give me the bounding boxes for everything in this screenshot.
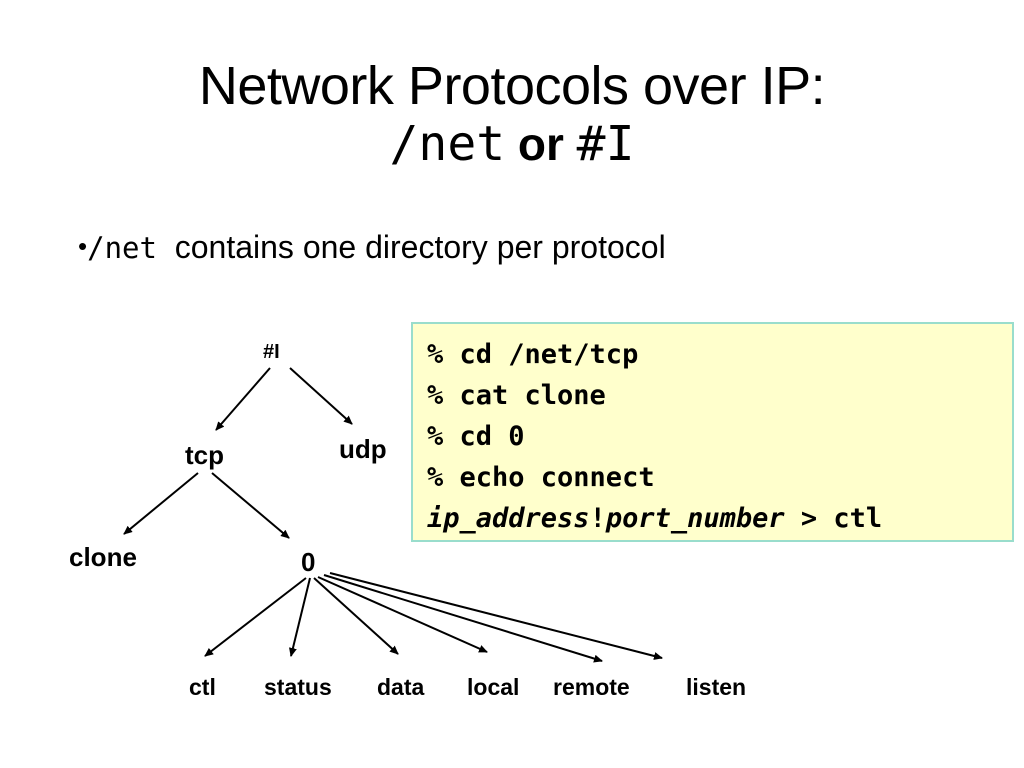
tree-node-root-I: #I: [263, 341, 280, 363]
tree-edge-0-to-status: [289, 577, 311, 657]
code-line-5: ip_address!port_number > ctl: [427, 498, 1012, 539]
title-or-word: or: [505, 117, 577, 170]
tree-leaf-listen: listen: [686, 674, 747, 700]
tree-edge-#I-to-tcp: [215, 367, 271, 431]
code-line-1: % cd /net/tcp: [427, 339, 639, 370]
code-placeholder-ip-address: ip_address: [427, 503, 590, 534]
tree-edge-0-to-local: [317, 576, 488, 653]
tree-edge-tcp-to-clone: [123, 472, 199, 535]
title-mono-net: /net: [389, 115, 506, 172]
code-example-box: % cd /net/tcp % cat clone % cd 0 % echo …: [411, 322, 1014, 542]
tree-leaf-local: local: [467, 674, 520, 700]
tree-node-tcp: tcp: [185, 440, 224, 470]
title-line-2: /net or #I: [0, 115, 1024, 172]
bullet-mono-net: /net: [87, 231, 157, 265]
code-line-3: % cd 0: [427, 421, 525, 452]
tree-edge-tcp-to-0: [211, 472, 290, 539]
tree-edge-0-to-ctl: [204, 577, 307, 657]
tree-edge-#I-to-udp: [289, 367, 353, 425]
tree-leaf-ctl: ctl: [189, 674, 216, 700]
bullet-text: contains one directory per protocol: [156, 229, 666, 265]
title-mono-hash-i: #I: [576, 115, 635, 172]
tree-edge-0-to-data: [313, 577, 399, 655]
tree-node-udp: udp: [339, 434, 387, 464]
code-redirect-ctl: > ctl: [784, 503, 883, 534]
tree-leaf-status: status: [264, 674, 332, 700]
page-title: Network Protocols over IP: /net or #I: [0, 58, 1024, 170]
code-line-4: % echo connect: [427, 462, 655, 493]
tree-edge-0-to-listen: [329, 572, 663, 660]
title-line-1: Network Protocols over IP:: [198, 56, 826, 116]
tree-leaf-remote: remote: [553, 674, 630, 700]
tree-leaf-data: data: [377, 674, 425, 700]
bullet-item: •/net contains one directory per protoco…: [78, 228, 978, 266]
code-bang-separator: !: [589, 503, 606, 534]
bullet-marker-icon: •: [78, 231, 88, 261]
code-placeholder-port-number: port_number: [605, 503, 785, 534]
tree-node-0: 0: [301, 547, 316, 577]
tree-node-clone: clone: [69, 542, 137, 572]
code-line-2: % cat clone: [427, 380, 606, 411]
tree-edge-0-to-remote: [323, 574, 603, 663]
